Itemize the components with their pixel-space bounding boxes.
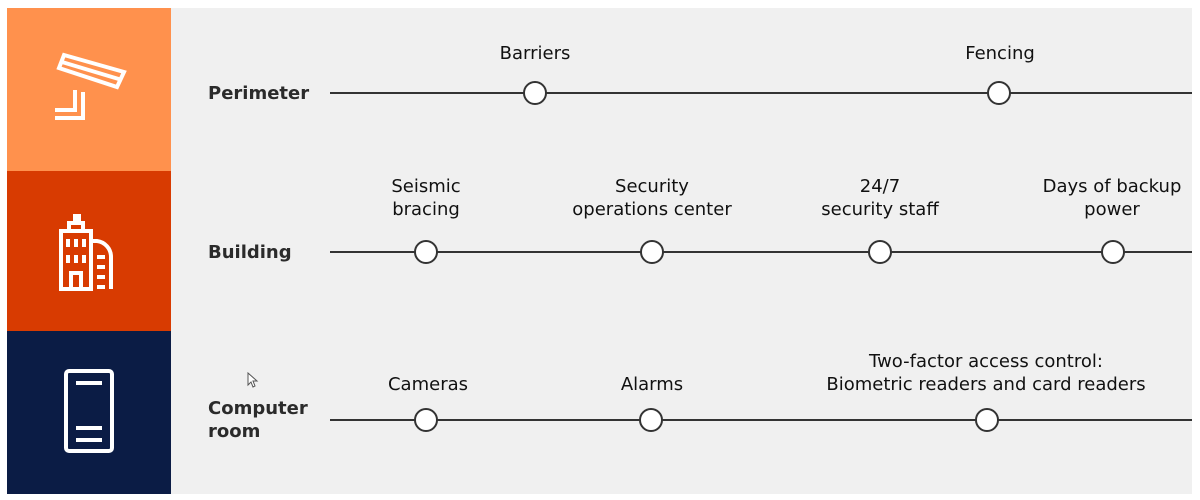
row-label-building: Building xyxy=(208,242,292,263)
item-label-line: Biometric readers and card readers xyxy=(826,374,1146,395)
row-label-line: room xyxy=(208,421,261,442)
item-label: Cameras xyxy=(387,374,469,395)
item-label-line: power xyxy=(1084,199,1140,220)
node-security-staff xyxy=(868,240,892,264)
building-band xyxy=(7,171,171,331)
node-seismic-bracing xyxy=(414,240,438,264)
item-label-line: Security xyxy=(615,176,689,197)
node-alarms xyxy=(639,408,663,432)
node-two-factor-access xyxy=(975,408,999,432)
item-label-line: bracing xyxy=(392,199,460,220)
item-label-line: security staff xyxy=(821,199,939,220)
item-label: Alarms xyxy=(620,374,684,395)
item-label-line: Seismic xyxy=(391,176,461,197)
item-label: Two-factor access control:Biometric read… xyxy=(826,350,1145,396)
item-label: Fencing xyxy=(965,43,1035,64)
item-label: Barriers xyxy=(499,43,571,64)
row-label-perimeter: Perimeter xyxy=(208,83,310,104)
security-camera-icon xyxy=(55,52,127,120)
perimeter-line xyxy=(330,92,1192,94)
computer-room-band xyxy=(7,331,171,494)
node-security-operations-center xyxy=(640,240,664,264)
node-fencing xyxy=(987,81,1011,105)
computer-room-line xyxy=(330,419,1192,421)
node-backup-power xyxy=(1101,240,1125,264)
building-icon xyxy=(59,214,114,291)
perimeter-band xyxy=(7,8,171,171)
item-label-line: Days of backup xyxy=(1042,176,1182,197)
server-icon xyxy=(64,368,114,453)
row-label-line: Computer xyxy=(208,398,308,419)
mouse-cursor-icon xyxy=(247,372,259,388)
item-label-line: operations center xyxy=(572,199,732,220)
item-label-line: Two-factor access control: xyxy=(869,351,1103,372)
node-barriers xyxy=(523,81,547,105)
building-line xyxy=(330,251,1192,253)
node-cameras xyxy=(414,408,438,432)
item-label-line: 24/7 xyxy=(859,176,901,197)
